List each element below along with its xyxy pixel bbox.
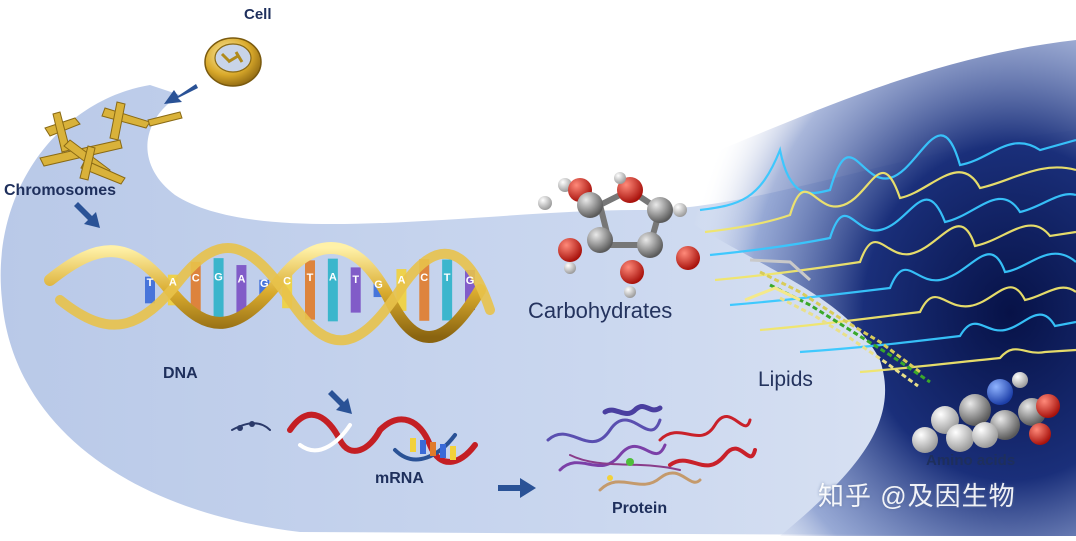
dna-base-letter: T [444,272,451,284]
dna-base-pair [190,261,201,319]
dna-helix [44,242,495,346]
spectrum-lines [699,134,1076,374]
dna-base-pair [465,269,475,311]
dna-base-pair [145,276,155,304]
dna-base-letter: T [352,274,359,286]
arrow-cell-to-chromosomes [164,84,198,104]
label-amino-acids: Amino acids [926,452,1016,469]
label-mrna: mRNA [375,470,424,487]
dna-base-letter: G [260,278,269,290]
arrow-dna-to-mrna [328,390,352,414]
label-dna: DNA [163,365,198,382]
dna-base-pair [213,258,224,322]
dna-base-pair [327,258,338,322]
carbohydrate-molecule [538,172,700,298]
dna-base-letter: T [147,277,154,289]
cell-icon [204,37,262,87]
dna-base-pair [305,260,315,320]
amino-acid-molecule [912,372,1060,453]
lipid-molecule [744,258,931,388]
arrow-mrna-to-protein [498,478,536,498]
dna-base-letter: A [169,276,177,288]
label-chromosomes: Chromosomes [4,182,117,199]
label-carbohydrates: Carbohydrates [528,298,673,323]
dna-base-letter: C [420,272,428,284]
dna-base-pair [419,259,430,321]
dna-base-letter: G [374,279,383,291]
dna-base-letter: T [307,272,314,284]
dna-base-pair [236,265,247,315]
label-lipids: Lipids [758,368,813,391]
protein-structure [546,403,757,492]
dna-base-letter: C [283,276,291,288]
dna-base-letter: A [237,274,245,286]
dna-base-letter: G [214,271,223,283]
mrna-bases [410,438,456,460]
arrow-chromosomes-to-dna [74,202,100,228]
label-protein: Protein [612,500,668,517]
dna-base-letter: G [466,275,475,287]
dna-base-letter: A [329,272,337,284]
watermark-text: 知乎 @及因生物 [818,481,1016,511]
dna-base-pair [350,267,361,313]
dna-base-pair [442,259,453,321]
dna-base-letter: A [397,275,405,287]
label-cell: Cell [244,6,272,23]
dna-base-letter: C [192,273,200,285]
chromosomes-icon [39,101,183,185]
